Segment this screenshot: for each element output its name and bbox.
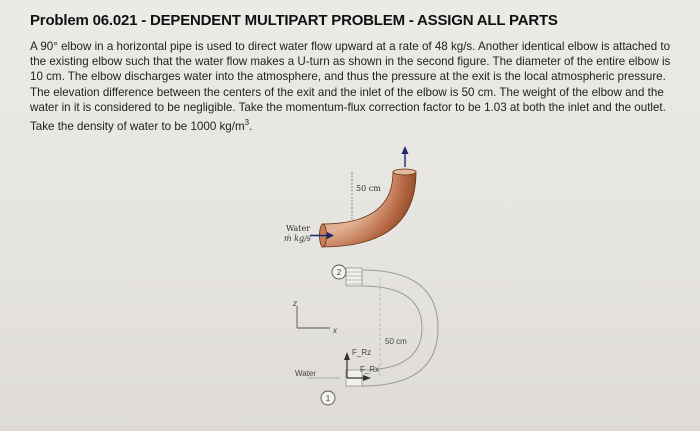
inlet-number: 1 bbox=[326, 394, 331, 403]
problem-title: Problem 06.021 - DEPENDENT MULTIPART PRO… bbox=[30, 12, 558, 29]
force-x-arrow bbox=[363, 375, 371, 381]
outlet-number: 2 bbox=[337, 268, 342, 277]
elbow-outlet-end bbox=[392, 168, 417, 176]
density-unit-exponent: 3 bbox=[244, 118, 250, 128]
uturn-inner-wall bbox=[361, 285, 423, 371]
axis-z-label: z bbox=[292, 299, 297, 308]
force-x-label: F_Rx bbox=[360, 365, 379, 374]
problem-text-end: . bbox=[249, 119, 253, 133]
force-z-arrow bbox=[344, 352, 350, 360]
axis-x-label: x bbox=[332, 326, 338, 335]
problem-statement: A 90° elbow in a horizontal pipe is used… bbox=[30, 39, 678, 134]
uturn-figure-2: 50 cm 2 1 z x F_Rz F_Rx Water bbox=[292, 264, 439, 406]
water-label-1: Water bbox=[286, 224, 310, 233]
inflow-arrow bbox=[327, 232, 334, 239]
elbow-figure-1: 50 cm Water ṁ kg/s bbox=[284, 146, 417, 248]
uturn-outer-wall bbox=[361, 269, 439, 387]
dimension-label-1: 50 cm bbox=[356, 184, 381, 193]
problem-text: A 90° elbow in a horizontal pipe is used… bbox=[30, 40, 671, 133]
flow-rate-label: ṁ kg/s bbox=[284, 234, 311, 243]
water-label-2: Water bbox=[295, 369, 316, 378]
outflow-arrow bbox=[401, 146, 409, 154]
force-z-label: F_Rz bbox=[352, 348, 371, 357]
dimension-label-2: 50 cm bbox=[385, 337, 407, 346]
outlet-pipe bbox=[345, 267, 363, 287]
